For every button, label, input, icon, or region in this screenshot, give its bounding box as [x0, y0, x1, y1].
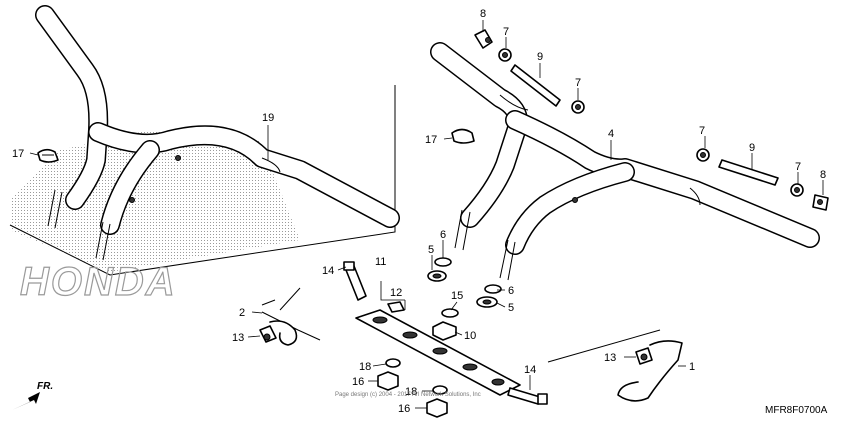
- callout-16-upper: 16: [352, 376, 364, 388]
- callout-4: 4: [608, 128, 614, 140]
- callout-9-upper: 9: [537, 51, 543, 63]
- callout-1: 1: [689, 361, 695, 373]
- diagram-reference-code: MFR8F0700A: [765, 405, 828, 416]
- callout-7-right-a: 7: [699, 125, 705, 137]
- callout-7-upper-b: 7: [575, 77, 581, 89]
- leader-lines: [29, 20, 824, 409]
- bar-end-weight-assembly-right: [696, 148, 829, 211]
- callout-14-right: 14: [524, 364, 536, 376]
- clamp-17-left: [37, 148, 59, 163]
- callout-9-right: 9: [749, 142, 755, 154]
- bar-end-weight-assembly-upper: [474, 29, 585, 114]
- callout-19: 19: [262, 112, 274, 124]
- callout-10: 10: [464, 330, 476, 342]
- handlebar-holder: [355, 301, 521, 396]
- front-direction-label: FR.: [37, 381, 54, 392]
- wire-clip-assembly-left: [259, 287, 321, 346]
- callout-6-right: 6: [508, 285, 514, 297]
- callout-15: 15: [451, 290, 463, 302]
- clamp-17-right: [451, 128, 475, 144]
- callout-5-left: 5: [428, 244, 434, 256]
- callout-5-right: 5: [508, 302, 514, 314]
- front-direction-arrow-icon: [12, 392, 40, 410]
- inset-frame: [9, 85, 396, 276]
- washers-and-nuts: [427, 257, 502, 341]
- inset-handlebar: [35, 5, 400, 261]
- callout-2: 2: [239, 307, 245, 319]
- callout-12: 12: [390, 287, 402, 299]
- honda-watermark-logo: HONDA: [20, 260, 177, 304]
- callout-14-left: 14: [322, 265, 334, 277]
- callout-18-upper: 18: [359, 361, 371, 373]
- callout-13-right: 13: [604, 352, 616, 364]
- callout-7-upper-a: 7: [503, 26, 509, 38]
- callout-18-lower: 18: [405, 386, 417, 398]
- callout-13-left: 13: [232, 332, 244, 344]
- nuts-16-18: [377, 358, 448, 418]
- main-handlebar: [430, 42, 820, 281]
- callout-7-right-b: 7: [795, 161, 801, 173]
- callout-8-upper: 8: [480, 8, 486, 20]
- cable-guide-assembly-right: [547, 329, 683, 402]
- bolts-14: [343, 261, 548, 405]
- callout-numbers: 17 19 8 7 9 7 4 17 7 9 7 8 6 5 6 5 15 10…: [12, 8, 826, 415]
- callout-8-right: 8: [820, 169, 826, 181]
- callout-17-right: 17: [425, 134, 437, 146]
- callout-17-left: 17: [12, 148, 24, 160]
- callout-6-left: 6: [440, 229, 446, 241]
- callout-11: 11: [375, 256, 386, 268]
- copyright-watermark: Page design (c) 2004 - 2017 Arl Network …: [335, 392, 481, 398]
- callout-16-lower: 16: [398, 403, 410, 415]
